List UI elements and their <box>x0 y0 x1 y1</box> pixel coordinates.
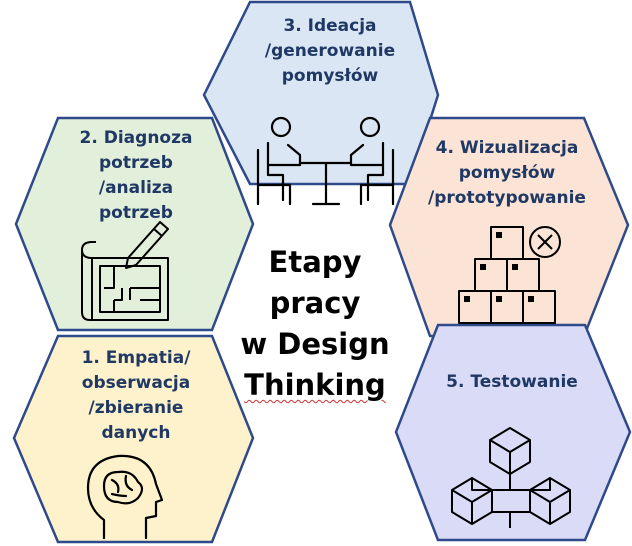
stage-visualization-line1: 4. Wizualizacja <box>435 138 579 158</box>
stage-diagnosis-line3: /analiza <box>98 178 174 198</box>
stage-label-testing: 5. Testowanie <box>432 370 592 395</box>
stage-testing-line1: 5. Testowanie <box>446 372 578 392</box>
boxes-prototype-icon <box>458 226 561 324</box>
stage-ideation-line2: /generowanie <box>264 41 396 61</box>
stage-empathy-line1: 1. Empatia/ <box>81 348 191 368</box>
stage-visualization-line3: /prototypowanie <box>428 188 586 208</box>
hexagon-testing <box>394 323 632 542</box>
stage-ideation-line3: pomysłów <box>281 66 379 86</box>
stage-diagnosis-line1: 2. Diagnoza <box>79 128 193 148</box>
center-title-line3: w Design <box>240 327 390 361</box>
stage-ideation-line1: 3. Ideacja <box>283 16 377 36</box>
stage-empathy-line4: danych <box>101 423 171 443</box>
center-title-line4: Thinking <box>244 368 386 402</box>
two-people-at-table-icon <box>256 116 395 206</box>
hexagon-diagnosis <box>14 116 255 332</box>
stage-label-visualization: 4. Wizualizacja pomysłów /prototypowanie <box>427 136 587 211</box>
connected-cubes-icon <box>451 427 571 528</box>
center-title-line1: Etapy <box>268 245 362 279</box>
stage-label-ideation: 3. Ideacja /generowanie pomysłów <box>250 14 410 89</box>
stage-visualization-line2: pomysłów <box>458 163 556 183</box>
head-brain-icon <box>86 454 164 540</box>
blueprint-pencil-icon <box>81 221 169 321</box>
stage-label-empathy: 1. Empatia/ obserwacja /zbieranie danych <box>56 346 216 446</box>
stage-empathy-line2: obserwacja <box>81 373 191 393</box>
center-title: Etapy pracy w Design Thinking <box>220 242 410 406</box>
stage-diagnosis-line4: potrzeb <box>99 203 173 223</box>
stage-label-diagnosis: 2. Diagnoza potrzeb /analiza potrzeb <box>56 126 216 226</box>
stage-empathy-line3: /zbieranie <box>88 398 184 418</box>
center-title-line2: pracy <box>269 286 361 320</box>
stage-diagnosis-line2: potrzeb <box>99 153 173 173</box>
hexagon-empathy <box>12 334 255 544</box>
